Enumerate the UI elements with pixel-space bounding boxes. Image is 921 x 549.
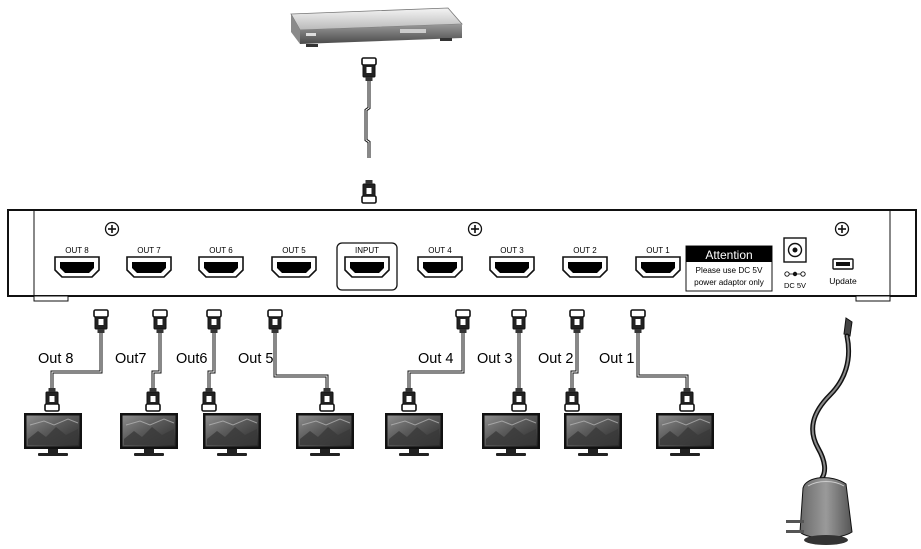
hdmi-connector-icon [201, 387, 217, 412]
hdmi-cable [201, 309, 222, 412]
mounting-screw-icon [467, 221, 483, 237]
output-label-3: Out 3 [477, 351, 512, 367]
dc-label: DC 5V [784, 281, 806, 290]
output-label-6: Out6 [176, 351, 207, 367]
hdmi-splitter [7, 209, 917, 302]
tv-monitor-icon [119, 412, 179, 457]
hdmi-cable [145, 309, 168, 412]
tv-monitor-icon [23, 412, 83, 457]
tv-monitor-icon [384, 412, 444, 457]
hdmi-cable [511, 309, 527, 412]
output-cables [44, 309, 695, 412]
update-label: Update [829, 276, 857, 286]
output-label-1: Out 1 [599, 351, 634, 367]
hdmi-port-out2 [562, 256, 608, 278]
port-label-out3: OUT 3 [500, 246, 524, 255]
power-adapter-icon [786, 317, 853, 545]
hdmi-connector-icon [145, 387, 161, 412]
output-label-4: Out 4 [418, 351, 453, 367]
port-label-out4: OUT 4 [428, 246, 452, 255]
output-label-2: Out 2 [538, 351, 573, 367]
tv-monitor-icon [481, 412, 541, 457]
hdmi-port-out7 [126, 256, 172, 278]
hdmi-port-out5 [271, 256, 317, 278]
attention-line-2: power adaptor only [694, 278, 765, 287]
input-hdmi-cable [361, 57, 377, 204]
hdmi-port-out8 [54, 256, 100, 278]
tv-monitor-icon [655, 412, 715, 457]
hdmi-connector-icon [401, 387, 417, 412]
port-label-out6: OUT 6 [209, 246, 233, 255]
hdmi-cable [44, 309, 109, 412]
output-label-5: Out 5 [238, 351, 273, 367]
hdmi-cable [401, 309, 471, 412]
attention-line-1: Please use DC 5V [696, 266, 763, 275]
hdmi-connector-icon [564, 387, 580, 412]
hdmi-port-out1 [635, 256, 681, 278]
hdmi-cable [630, 309, 695, 412]
output-label-7: Out7 [115, 351, 146, 367]
tv-monitor-icon [295, 412, 355, 457]
port-label-out8: OUT 8 [65, 246, 89, 255]
port-label-out7: OUT 7 [137, 246, 161, 255]
hdmi-connector-icon [569, 309, 585, 334]
blu-ray-player-icon [290, 7, 463, 47]
hdmi-port-out3 [489, 256, 535, 278]
hdmi-connector-icon [511, 387, 527, 412]
port-label-out2: OUT 2 [573, 246, 597, 255]
usb-port-icon [832, 258, 854, 270]
hdmi-port-out6 [198, 256, 244, 278]
hdmi-cable [267, 309, 335, 412]
hdmi-connector-icon [267, 309, 283, 334]
mounting-screw-icon [104, 221, 120, 237]
port-label-out5: OUT 5 [282, 246, 306, 255]
hdmi-connector-icon [319, 387, 335, 412]
hdmi-connector-icon [93, 309, 109, 334]
hdmi-cable [564, 309, 585, 412]
hdmi-port-input [344, 256, 390, 278]
output-label-8: Out 8 [38, 351, 73, 367]
attention-title: Attention [705, 248, 752, 262]
hdmi-connector-icon [630, 309, 646, 334]
hdmi-connector-icon [679, 387, 695, 412]
hdmi-connector-icon [152, 309, 168, 334]
hdmi-connector-icon [511, 309, 527, 334]
dc-jack-icon [783, 237, 807, 277]
mounting-screw-icon [834, 221, 850, 237]
port-label-input: INPUT [355, 246, 379, 255]
attention-notice: Attention Please use DC 5V power adaptor… [685, 245, 773, 292]
hdmi-connector-icon [455, 309, 471, 334]
hdmi-connector-icon [44, 387, 60, 412]
tv-monitor-icon [202, 412, 262, 457]
hdmi-connector-icon [206, 309, 222, 334]
tv-monitor-icon [563, 412, 623, 457]
port-label-out1: OUT 1 [646, 246, 670, 255]
hdmi-port-out4 [417, 256, 463, 278]
